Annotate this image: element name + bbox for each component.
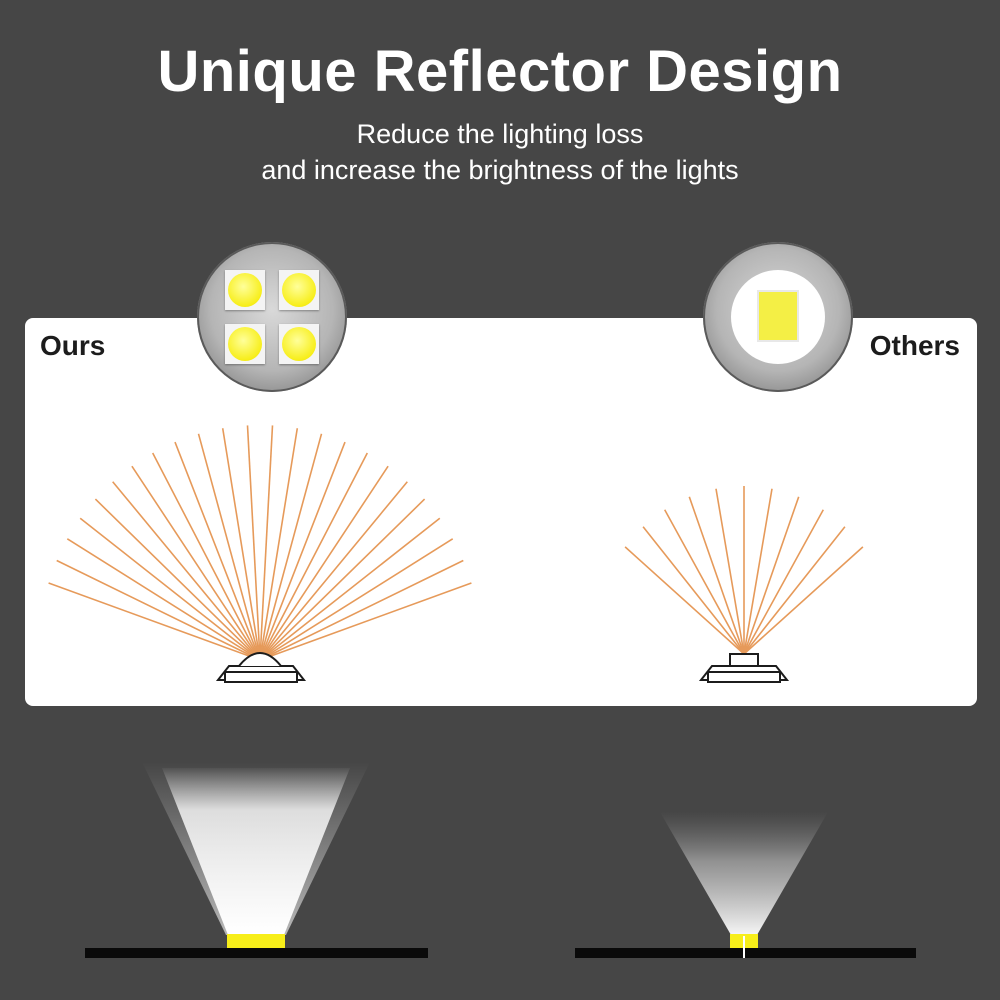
others-led-badge <box>703 242 853 392</box>
ours-label: Ours <box>40 330 106 361</box>
light-ray <box>259 517 441 661</box>
others-light-beam <box>660 812 828 935</box>
others-base-bar <box>575 948 916 958</box>
led-chip-icon <box>279 270 319 310</box>
light-ray <box>743 488 773 655</box>
others-label: Others <box>869 330 960 361</box>
light-ray <box>79 517 261 661</box>
others-light-rays <box>624 486 864 655</box>
light-ray <box>259 559 464 661</box>
light-ray <box>259 452 369 661</box>
light-ray <box>259 428 299 661</box>
light-ray <box>688 496 745 655</box>
light-ray <box>259 425 274 661</box>
ours-led-package-icon <box>215 652 307 683</box>
subtitle-line-2: and increase the brightness of the light… <box>261 155 739 185</box>
light-ray <box>131 465 261 661</box>
light-ray <box>715 488 745 655</box>
light-ray <box>151 452 261 661</box>
subtitle-line-1: Reduce the lighting loss <box>356 119 644 149</box>
light-ray <box>259 465 389 661</box>
light-ray <box>221 428 261 661</box>
light-ray <box>259 538 454 661</box>
light-ray <box>259 498 426 661</box>
light-ray <box>743 546 864 655</box>
light-ray <box>66 538 261 661</box>
ours-led-badge <box>197 242 347 392</box>
led-chip-icon <box>759 292 797 340</box>
light-ray <box>743 496 800 655</box>
light-ray <box>624 546 745 655</box>
page-title: Unique Reflector Design <box>157 39 843 104</box>
led-chip-icon <box>225 324 265 364</box>
others-led-package-icon <box>698 653 790 683</box>
light-ray <box>259 582 472 661</box>
light-ray <box>56 559 261 661</box>
led-chip-icon <box>279 324 319 364</box>
light-ray <box>112 481 261 661</box>
led-chip-icon <box>225 270 265 310</box>
light-ray <box>48 582 261 661</box>
light-ray <box>259 433 323 661</box>
light-ray <box>743 509 825 655</box>
light-ray <box>246 425 261 661</box>
light-ray <box>259 441 346 661</box>
ours-light-beam <box>142 762 370 935</box>
light-ray <box>94 498 261 661</box>
ours-base-bar <box>85 948 428 958</box>
light-ray <box>663 509 745 655</box>
light-ray <box>642 526 745 655</box>
light-ray <box>174 441 261 661</box>
ours-light-rays <box>48 425 472 661</box>
ours-led-chip-icon <box>227 934 285 948</box>
light-ray <box>743 526 846 655</box>
light-ray <box>259 481 408 661</box>
light-ray <box>197 433 261 661</box>
